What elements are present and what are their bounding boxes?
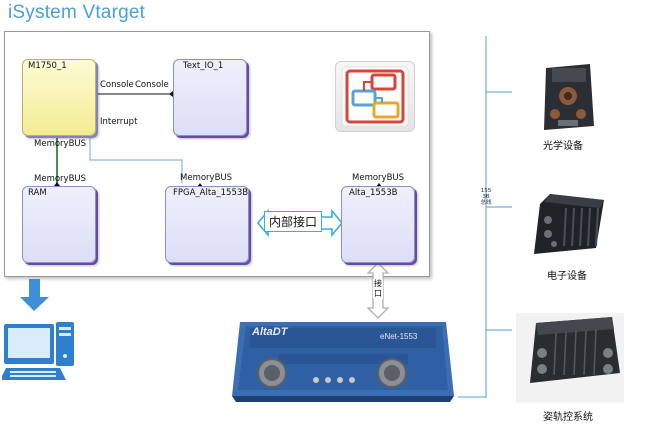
enet-device-graphic (232, 322, 454, 402)
node-ram-label: RAM (28, 188, 47, 198)
download-arrow (20, 279, 49, 311)
enet-device: AltaDT eNet-1553 (232, 318, 454, 402)
attitude-device-image (516, 313, 624, 403)
memorybus-ram-port (54, 182, 60, 186)
node-alta[interactable] (341, 186, 415, 263)
port-memorybus-alta: MemoryBUS (352, 173, 405, 183)
optical-device-label: 光学设备 (543, 141, 583, 152)
port-memorybus-m1750: MemoryBUS (34, 139, 87, 149)
computer-graphic (0, 322, 74, 380)
vertical-link-label: 接口 (373, 279, 383, 299)
node-text-io-label: Text_IO_1 (183, 61, 224, 71)
optical-device-image (540, 60, 596, 132)
attitude-device-label: 姿轨控系统 (543, 412, 593, 423)
internal-interface-label: 内部接口 (264, 211, 323, 232)
optical-device-graphic (544, 64, 594, 130)
electronic-device-label: 电子设备 (547, 271, 587, 282)
node-ram[interactable] (22, 186, 96, 263)
port-memorybus-fpga: MemoryBUS (180, 173, 233, 183)
diagram-title: iSystem Vtarget (8, 2, 146, 23)
electronic-device-graphic (534, 194, 604, 254)
console-arrow-right (169, 91, 173, 97)
node-fpga-label: FPGA_Alta_1553B (173, 188, 249, 198)
node-alta-label: Alta_1553B (349, 188, 398, 198)
attitude-device-graphic (516, 313, 624, 403)
node-fpga[interactable] (165, 186, 249, 263)
node-text-io[interactable] (173, 59, 247, 136)
port-memorybus-ram: MemoryBUS (34, 174, 87, 184)
enet-brand: AltaDT (252, 326, 288, 338)
app-logo-graphic (341, 66, 409, 127)
node-m1750[interactable] (22, 59, 96, 136)
electronic-device-image (530, 190, 606, 260)
memorybus-fpga-link (89, 136, 183, 183)
enet-model: eNet-1553 (380, 332, 418, 341)
bus-label: 1553B总线 (480, 188, 492, 206)
port-interrupt: Interrupt (100, 117, 138, 127)
node-m1750-label: M1750_1 (28, 61, 67, 71)
app-logo-icon (335, 61, 415, 132)
port-console-right: Console (135, 80, 169, 90)
computer-icon (0, 318, 80, 388)
port-console-left: Console (100, 80, 134, 90)
